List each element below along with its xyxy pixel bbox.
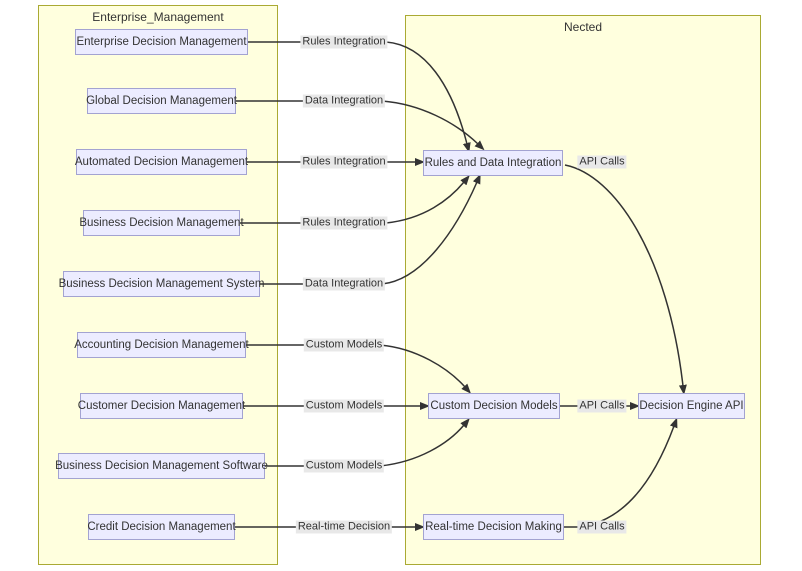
subgraph-title-enterprise-management: Enterprise_Management bbox=[92, 10, 224, 24]
node-decision-engine-api: Decision Engine API bbox=[638, 393, 745, 419]
edge-label-business-decision-management-system-to-rules-and-data-integration: Data Integration bbox=[302, 277, 386, 291]
edge-label-business-decision-management-software-to-custom-decision-models: Custom Models bbox=[303, 459, 385, 473]
subgraph-nected: Nected bbox=[405, 15, 761, 565]
edge-label-global-decision-management-to-rules-and-data-integration: Data Integration bbox=[302, 94, 386, 108]
node-business-decision-management-system: Business Decision Management System bbox=[59, 271, 264, 297]
node-global-decision-management: Global Decision Management bbox=[86, 88, 237, 114]
edge-label-automated-decision-management-to-rules-and-data-integration: Rules Integration bbox=[300, 155, 388, 169]
node-customer-decision-management: Customer Decision Management bbox=[78, 393, 245, 419]
edge-label-custom-decision-models-to-decision-engine-api: API Calls bbox=[577, 399, 627, 413]
edge-business-decision-management-to-rules-and-data-integration bbox=[240, 175, 470, 224]
edge-label-credit-decision-management-to-real-time-decision-making: Real-time Decision bbox=[295, 520, 393, 534]
edge-label-rules-and-data-integration-to-decision-engine-api: API Calls bbox=[577, 155, 627, 169]
edge-label-enterprise-decision-management-to-rules-and-data-integration: Rules Integration bbox=[300, 35, 388, 49]
node-automated-decision-management: Automated Decision Management bbox=[75, 149, 248, 175]
edge-label-real-time-decision-making-to-decision-engine-api: API Calls bbox=[577, 520, 627, 534]
edge-enterprise-decision-management-to-rules-and-data-integration bbox=[248, 41, 471, 153]
node-business-decision-management-software: Business Decision Management Software bbox=[55, 453, 268, 479]
edge-label-customer-decision-management-to-custom-decision-models: Custom Models bbox=[303, 399, 385, 413]
subgraph-title-nected: Nected bbox=[563, 20, 603, 34]
edge-rules-and-data-integration-to-decision-engine-api bbox=[564, 164, 687, 395]
node-rules-and-data-integration: Rules and Data Integration bbox=[423, 150, 563, 176]
edge-global-decision-management-to-rules-and-data-integration bbox=[236, 100, 485, 151]
node-enterprise-decision-management: Enterprise Decision Management bbox=[75, 29, 248, 55]
node-real-time-decision-making: Real-time Decision Making bbox=[423, 514, 564, 540]
edge-label-accounting-decision-management-to-custom-decision-models: Custom Models bbox=[303, 338, 385, 352]
node-business-decision-management: Business Decision Management bbox=[79, 210, 244, 236]
edge-label-business-decision-management-to-rules-and-data-integration: Rules Integration bbox=[300, 216, 388, 230]
node-credit-decision-management: Credit Decision Management bbox=[87, 514, 236, 540]
edge-business-decision-management-system-to-rules-and-data-integration bbox=[260, 173, 481, 285]
node-accounting-decision-management: Accounting Decision Management bbox=[74, 332, 249, 358]
edge-real-time-decision-making-to-decision-engine-api bbox=[564, 417, 678, 528]
node-custom-decision-models: Custom Decision Models bbox=[428, 393, 560, 419]
